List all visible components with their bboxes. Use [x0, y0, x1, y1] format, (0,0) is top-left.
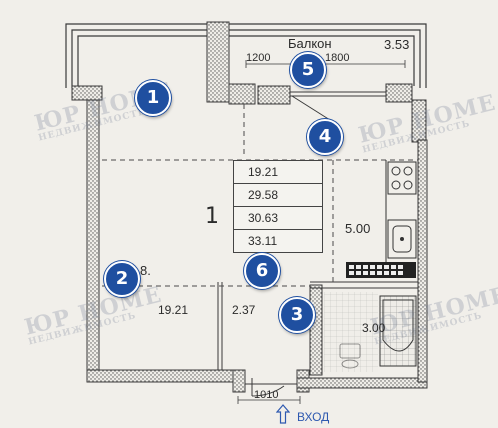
bath-tile-floor	[324, 292, 378, 372]
area-table-row: 29.58	[233, 183, 323, 206]
walls	[71, 21, 428, 393]
balcony-label: Балкон	[288, 36, 332, 51]
sink-icon	[387, 219, 417, 259]
marker-3[interactable]: 3	[279, 297, 315, 333]
balcony-rail	[65, 23, 427, 88]
kitchen-area: 5.00	[345, 221, 371, 236]
area-table-row: 33.11	[233, 229, 323, 253]
balcony-dim-left: 1200	[246, 52, 271, 64]
area-table-row: 19.21	[233, 160, 323, 183]
living-area: 19.21	[158, 303, 189, 317]
marker-4[interactable]: 4	[307, 119, 343, 155]
entry-label: ВХОД	[297, 410, 330, 424]
room-partial-label: 8.	[140, 263, 151, 278]
area-table-row: 30.63	[233, 206, 323, 229]
marker-5[interactable]: 5	[290, 52, 326, 88]
entry-door	[251, 378, 285, 397]
balcony-dim-right: 1800	[325, 52, 350, 64]
stove-icon	[387, 161, 417, 195]
hall-area: 2.37	[232, 303, 256, 317]
door-dimension: 1010	[254, 389, 279, 401]
partitions	[217, 91, 418, 385]
room-number: 1	[205, 204, 219, 229]
marker-2[interactable]: 2	[104, 261, 140, 297]
bathroom-area: 3.00	[362, 321, 386, 335]
shower-icon	[379, 295, 417, 367]
balcony-area: 3.53	[384, 37, 410, 52]
arrow-up-icon	[276, 404, 290, 424]
marker-6[interactable]: 6	[244, 253, 280, 289]
balcony-door	[291, 95, 331, 121]
radiator-icon	[346, 262, 416, 278]
marker-1[interactable]: 1	[135, 80, 171, 116]
area-table: 19.21 29.58 30.63 33.11	[233, 160, 323, 253]
